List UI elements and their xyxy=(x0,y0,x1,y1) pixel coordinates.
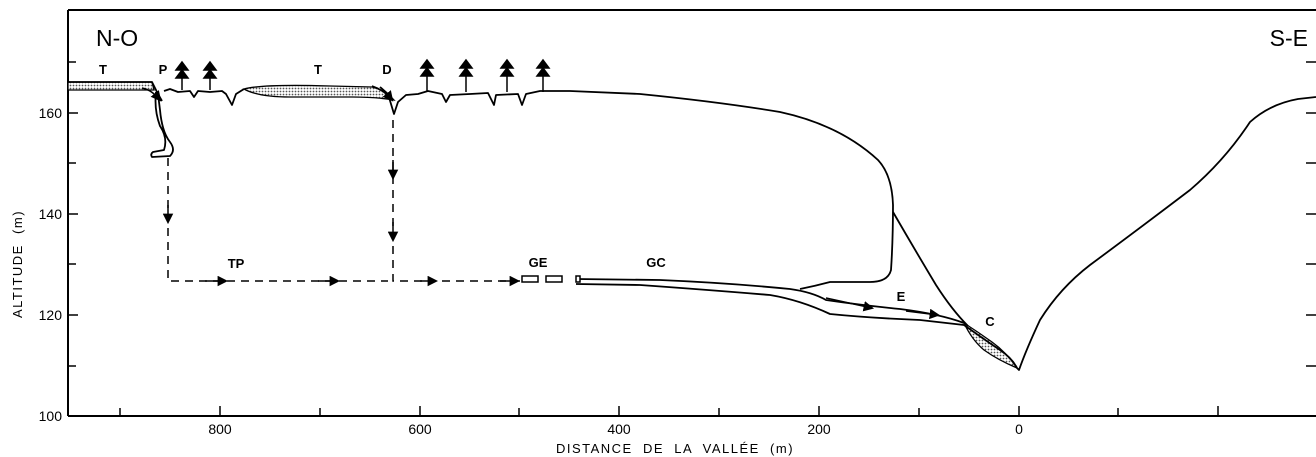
x-tick-0: 0 xyxy=(1015,421,1023,437)
x-axis-label: DISTANCE DE LA VALLÉE (m) xyxy=(556,441,794,456)
up-arrow-5 xyxy=(499,58,515,92)
deposit-t-middle xyxy=(242,84,396,101)
flow-arrows xyxy=(141,85,941,320)
deposits xyxy=(67,81,1019,370)
label-tp: TP xyxy=(228,256,245,271)
x-tick-600: 600 xyxy=(408,421,432,437)
x-tick-200: 200 xyxy=(807,421,831,437)
x-axis-ticks xyxy=(119,406,1219,416)
corner-label-se: S-E xyxy=(1270,25,1308,51)
label-t-middle: T xyxy=(314,62,322,77)
deposit-t-left xyxy=(67,81,155,91)
y-axis-ticks xyxy=(68,61,1316,367)
ge-blocks xyxy=(521,275,581,283)
upward-arrows xyxy=(174,58,551,92)
y-axis-label: ALTITUDE (m) xyxy=(10,210,25,318)
x-tick-400: 400 xyxy=(607,421,631,437)
plot-frame xyxy=(67,9,1316,417)
flow-lines xyxy=(167,120,520,282)
label-p: P xyxy=(159,62,168,77)
label-c: C xyxy=(985,314,995,329)
up-arrow-3 xyxy=(419,58,435,92)
sinkhole-conduit-p xyxy=(150,91,174,158)
up-arrow-2 xyxy=(202,60,218,90)
x-tick-800: 800 xyxy=(208,421,232,437)
label-d: D xyxy=(382,62,391,77)
y-tick-100: 100 xyxy=(39,408,63,424)
y-tick-140: 140 xyxy=(39,206,63,222)
corner-label-nw: N-O xyxy=(96,25,138,51)
y-tick-160: 160 xyxy=(39,105,63,121)
up-arrow-6 xyxy=(535,58,551,92)
terrain-profile xyxy=(68,81,1316,371)
label-t-left: T xyxy=(99,62,107,77)
up-arrow-1 xyxy=(174,60,190,90)
label-e: E xyxy=(897,289,906,304)
label-gc: GC xyxy=(646,255,666,270)
up-arrow-4 xyxy=(458,58,474,92)
label-ge: GE xyxy=(529,255,548,270)
y-tick-120: 120 xyxy=(39,307,63,323)
